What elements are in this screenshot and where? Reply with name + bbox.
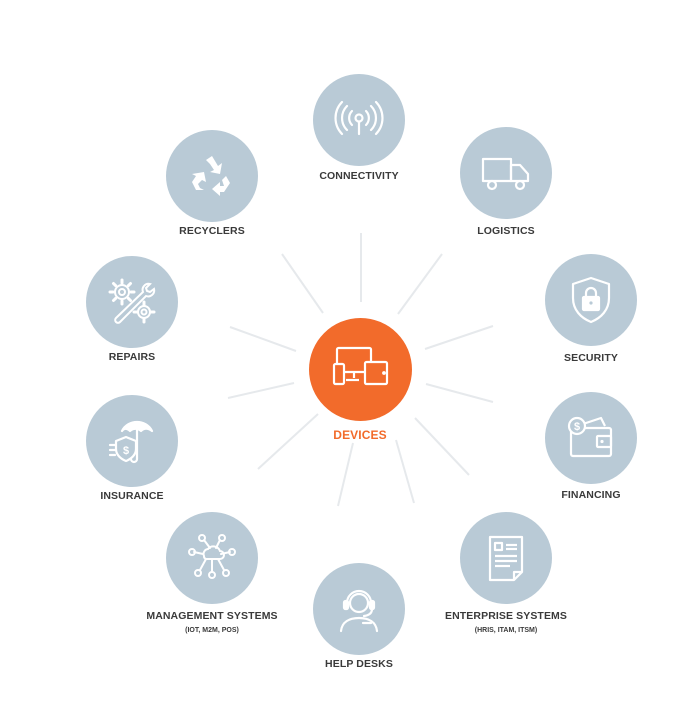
node-label-insurance: INSURANCE [100,490,164,502]
svg-text:$: $ [574,421,580,433]
node-label-help-desks: HELP DESKS [325,658,393,670]
connector-line [397,253,443,315]
connector-line [257,413,319,470]
center-devices [309,318,412,421]
node-insurance: $ [86,395,178,487]
node-logistics [460,127,552,219]
gears-wrench-icon [108,278,156,324]
node-connectivity [313,74,405,166]
lock-shield-icon [571,276,611,324]
wireless-signal-icon [334,100,384,136]
devices-icon [332,346,389,386]
node-label-management-systems: MANAGEMENT SYSTEMS [146,610,278,622]
connector-line [395,439,415,504]
truck-icon [481,157,530,191]
node-recyclers [166,130,258,222]
document-icon [488,535,524,582]
node-label-logistics: LOGISTICS [477,225,535,237]
node-label-connectivity: CONNECTIVITY [319,170,399,182]
headset-agent-icon [339,589,379,633]
connector-line [424,325,494,350]
node-sublabel-management-systems: (IOT, M2M, POS) [185,627,239,634]
connector-line [425,383,494,403]
wallet-icon: $ [567,416,613,458]
connector-line [227,382,295,399]
umbrella-money-icon: $ [108,420,154,464]
connector-line [414,417,470,476]
center-label: DEVICES [333,428,387,442]
node-label-security: SECURITY [564,352,618,364]
connector-line [337,442,354,507]
node-sublabel-enterprise-systems: (HRIS, ITAM, ITSM) [474,627,538,634]
recycle-icon [192,156,230,196]
node-label-financing: FINANCING [561,489,621,501]
node-security [545,254,637,346]
node-financing: $ [545,392,637,484]
node-management-systems [166,512,258,604]
node-repairs [86,256,178,348]
node-label-enterprise-systems: ENTERPRISE SYSTEMS [445,610,567,622]
network-icon [188,534,236,579]
node-label-repairs: REPAIRS [108,351,156,363]
node-label-recyclers: RECYCLERS [179,225,245,237]
connector-line [229,326,297,352]
node-enterprise-systems [460,512,552,604]
svg-text:$: $ [123,445,129,457]
node-help-desks [313,563,405,655]
connector-line [281,253,324,314]
